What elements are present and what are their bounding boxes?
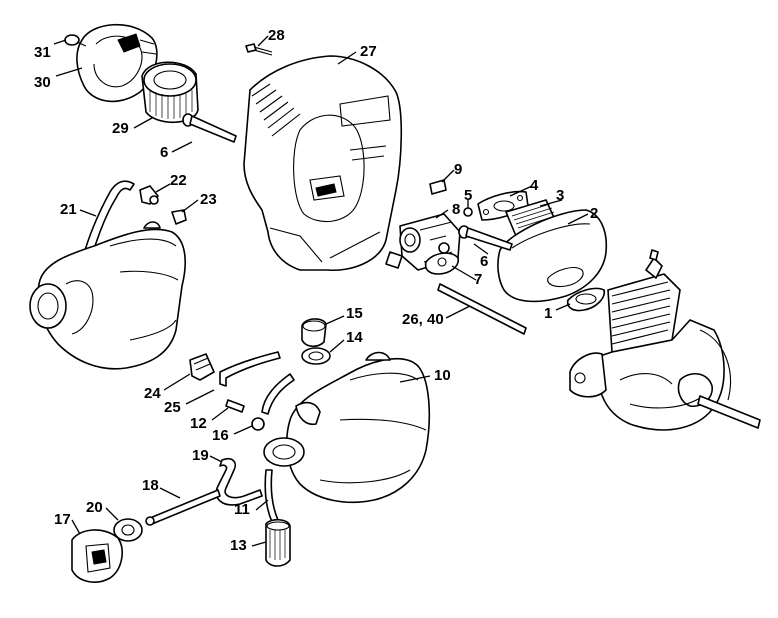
callout-31: 31 — [34, 44, 51, 61]
callout-20: 20 — [86, 499, 103, 516]
callout-23: 23 — [200, 191, 217, 208]
part-fuel-tank — [286, 351, 431, 504]
callout-7: 7 — [474, 271, 482, 288]
callout-5: 5 — [464, 187, 472, 204]
part-plug-23 — [171, 209, 187, 225]
callout-3: 3 — [556, 187, 564, 204]
part-nut-5 — [463, 207, 473, 217]
callout-14: 14 — [346, 329, 363, 346]
callout-24: 24 — [144, 385, 161, 402]
part-cap-15 — [301, 318, 327, 348]
callout-26-40: 26, 40 — [402, 311, 444, 328]
part-bracket-19 — [215, 457, 263, 506]
part-filter-element — [141, 61, 199, 123]
part-pickup-filter — [265, 518, 291, 567]
part-washer-20 — [113, 518, 143, 542]
callout-9: 9 — [454, 161, 462, 178]
part-knob-17 — [71, 529, 123, 583]
callout-16: 16 — [212, 427, 229, 444]
callout-30: 30 — [34, 74, 51, 91]
part-muffler-cover — [497, 209, 608, 303]
callout-6b: 6 — [480, 253, 488, 270]
callout-6a: 6 — [160, 144, 168, 161]
callout-25: 25 — [164, 399, 181, 416]
callout-29: 29 — [112, 120, 129, 137]
callout-22: 22 — [170, 172, 187, 189]
callout-4: 4 — [530, 177, 539, 194]
callout-12: 12 — [190, 415, 207, 432]
callout-17: 17 — [54, 511, 71, 528]
part-hose-25 — [219, 351, 281, 387]
callout-13: 13 — [230, 537, 247, 554]
part-nipple-22 — [139, 185, 159, 205]
part-gasket-7 — [424, 252, 460, 275]
part-seal-14 — [301, 347, 331, 365]
part-grommet-16 — [251, 417, 265, 431]
part-filler-neck — [263, 437, 305, 467]
part-starter-cover — [76, 23, 158, 103]
part-gasket-4 — [477, 190, 529, 221]
part-screw-28 — [245, 43, 273, 56]
callout-2: 2 — [590, 205, 598, 222]
callout-labels: 31 30 29 28 27 6 22 23 21 9 5 4 3 2 8 6 … — [34, 27, 598, 554]
part-engine — [569, 249, 761, 431]
callout-8: 8 — [452, 201, 460, 218]
callout-28: 28 — [268, 27, 285, 44]
part-tube-12 — [225, 399, 245, 413]
part-fuel-hose — [261, 373, 295, 415]
part-rod-18 — [145, 489, 221, 526]
callout-18: 18 — [142, 477, 159, 494]
part-screw-9 — [429, 179, 447, 195]
callout-11: 11 — [234, 501, 250, 518]
part-shroud — [243, 55, 403, 272]
part-vent-24 — [189, 353, 215, 381]
callout-10: 10 — [434, 367, 451, 384]
part-bolt-6a — [182, 113, 237, 143]
part-gasket-1 — [566, 287, 606, 312]
part-rod-26-40 — [437, 283, 527, 335]
part-tank-left — [29, 221, 186, 370]
callout-27: 27 — [360, 43, 377, 60]
callout-21: 21 — [60, 201, 77, 218]
callout-19: 19 — [192, 447, 209, 464]
part-bolt-6b — [458, 225, 513, 251]
part-pickup-hose — [264, 469, 279, 523]
callout-15: 15 — [346, 305, 363, 322]
leader-lines — [53, 35, 589, 547]
callout-1: 1 — [544, 305, 552, 322]
